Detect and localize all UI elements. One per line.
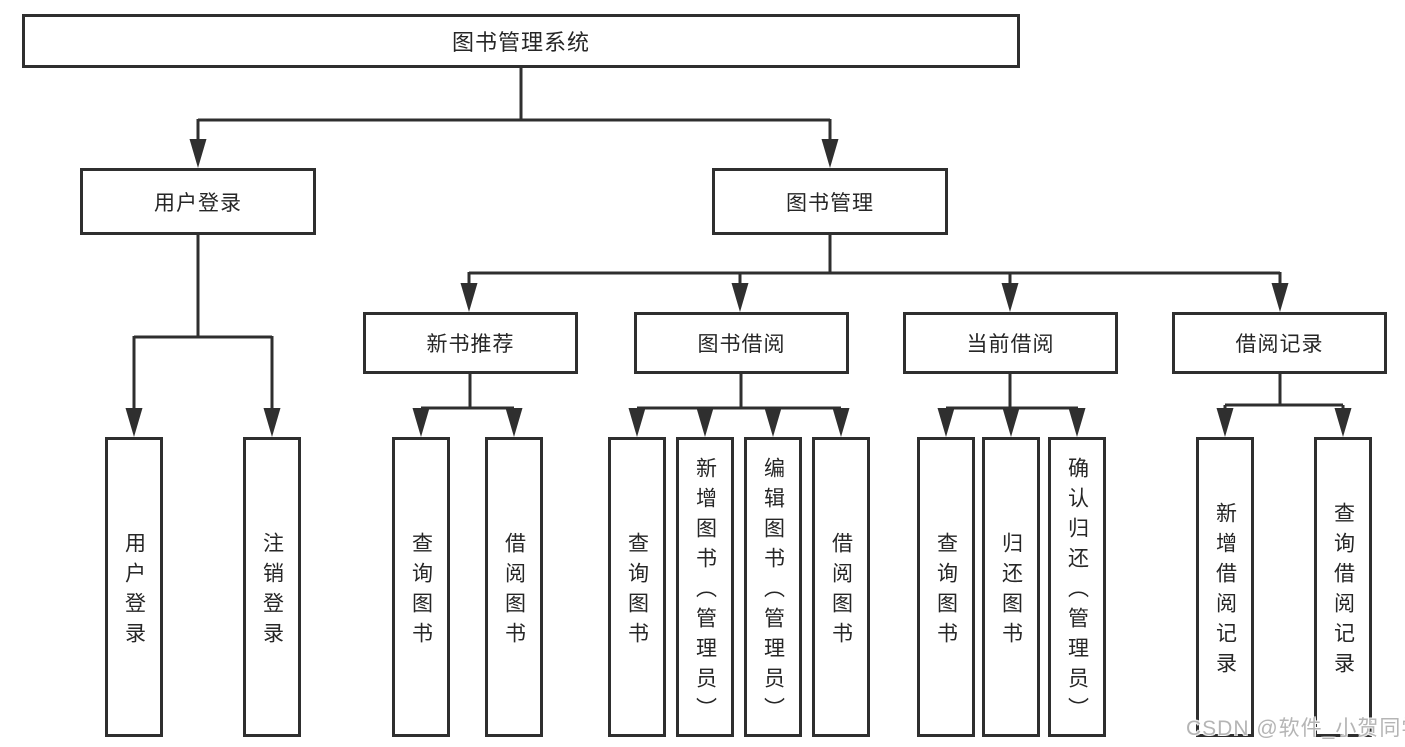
csdn-watermark: CSDN @软件_小贺同学 bbox=[1186, 717, 1405, 740]
node-book-management: 图书管理 bbox=[712, 168, 948, 235]
leaf-logout: 注销登录 bbox=[243, 437, 301, 737]
leaf-borrow-add-books-admin: 新增图书（管理员） bbox=[676, 437, 734, 737]
leaf-label: 查询借阅记录 bbox=[1331, 501, 1355, 682]
leaf-user-login: 用户登录 bbox=[105, 437, 163, 737]
leaf-label: 查询图书 bbox=[625, 531, 649, 652]
leaf-records-add-borrow-record: 新增借阅记录 bbox=[1196, 437, 1254, 737]
leaf-recommend-borrow-books: 借阅图书 bbox=[485, 437, 543, 737]
leaf-current-query-books: 查询图书 bbox=[917, 437, 975, 737]
node-new-book-recommendation: 新书推荐 bbox=[363, 312, 578, 374]
leaf-label: 注销登录 bbox=[260, 531, 284, 652]
node-library-management-system: 图书管理系统 bbox=[22, 14, 1020, 68]
node-borrowing-records: 借阅记录 bbox=[1172, 312, 1387, 374]
leaf-records-query-borrow-record: 查询借阅记录 bbox=[1314, 437, 1372, 737]
connector-paths bbox=[132, 68, 1345, 415]
leaf-label: 编辑图书（管理员） bbox=[761, 456, 785, 727]
leaf-label: 查询图书 bbox=[409, 531, 433, 652]
node-user-login: 用户登录 bbox=[80, 168, 316, 235]
node-current-borrowing: 当前借阅 bbox=[903, 312, 1118, 374]
leaf-label: 借阅图书 bbox=[502, 531, 526, 652]
leaf-label: 借阅图书 bbox=[829, 531, 853, 652]
leaf-label: 新增借阅记录 bbox=[1213, 501, 1237, 682]
leaf-label: 新增图书（管理员） bbox=[693, 456, 717, 727]
leaf-label: 查询图书 bbox=[934, 531, 958, 652]
leaf-current-confirm-return-admin: 确认归还（管理员） bbox=[1048, 437, 1106, 737]
arrowheads-down bbox=[125, 139, 1352, 437]
leaf-label: 用户登录 bbox=[122, 531, 146, 652]
node-book-borrowing: 图书借阅 bbox=[634, 312, 849, 374]
leaf-borrow-query-books: 查询图书 bbox=[608, 437, 666, 737]
leaf-recommend-query-books: 查询图书 bbox=[392, 437, 450, 737]
leaf-label: 确认归还（管理员） bbox=[1065, 456, 1089, 727]
leaf-borrow-edit-books-admin: 编辑图书（管理员） bbox=[744, 437, 802, 737]
leaf-borrow-borrow-books: 借阅图书 bbox=[812, 437, 870, 737]
leaf-current-return-books: 归还图书 bbox=[982, 437, 1040, 737]
leaf-label: 归还图书 bbox=[999, 531, 1023, 652]
